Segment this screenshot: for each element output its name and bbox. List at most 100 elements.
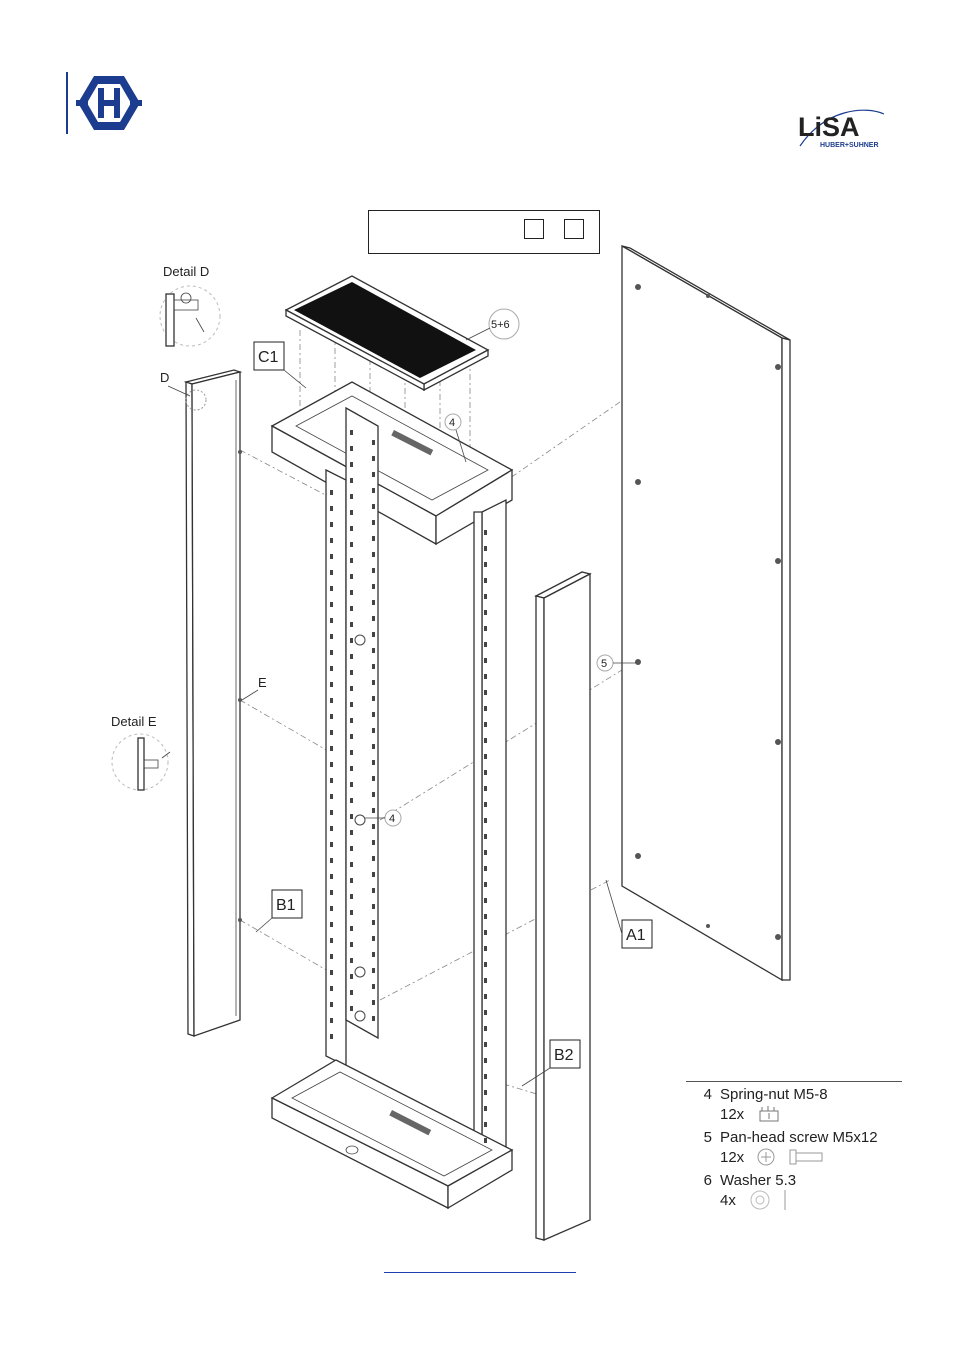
upright-hole <box>330 826 333 831</box>
upright-hole <box>350 766 353 771</box>
upright-hole <box>372 536 375 541</box>
upright-mount-hole <box>354 634 366 646</box>
upright-hole <box>372 808 375 813</box>
upright-hole <box>330 842 333 847</box>
upright-hole <box>372 632 375 637</box>
parts-item-4: 4 Spring-nut M5-8 12x <box>686 1086 902 1125</box>
upright-hole <box>330 714 333 719</box>
upright-hole <box>330 762 333 767</box>
footer-link[interactable] <box>384 1272 576 1273</box>
upright-hole <box>330 602 333 607</box>
upright-hole <box>350 558 353 563</box>
upright-hole <box>350 654 353 659</box>
svg-text:B2: B2 <box>554 1047 574 1064</box>
upright-hole <box>372 504 375 509</box>
upright-hole <box>350 750 353 755</box>
lisa-logo-subtext: HUBER+SUHNER <box>820 142 879 149</box>
upright-hole <box>350 926 353 931</box>
svg-text:4: 4 <box>449 417 455 429</box>
upright-hole <box>484 1010 487 1015</box>
washer-icon <box>750 1190 786 1210</box>
upright-hole <box>372 1000 375 1005</box>
upright-hole <box>484 1026 487 1031</box>
upright-hole <box>330 666 333 671</box>
upright-hole <box>350 622 353 627</box>
upright-hole <box>372 456 375 461</box>
svg-text:A1: A1 <box>626 927 646 944</box>
upright-hole <box>372 872 375 877</box>
upright-mount-hole <box>354 966 366 978</box>
upright-hole <box>372 792 375 797</box>
callout-a1: A1 <box>605 879 653 949</box>
upright-hole <box>350 814 353 819</box>
huber-suhner-logo-icon <box>76 76 142 130</box>
parts-list: 4 Spring-nut M5-8 12x 5 Pan-head screw M… <box>686 1081 902 1211</box>
bubble-frame-mid: 4 <box>364 809 402 827</box>
upright-hole <box>484 914 487 919</box>
upright-hole <box>372 568 375 573</box>
svg-text:B1: B1 <box>276 897 296 914</box>
upright-mount-hole <box>354 814 366 826</box>
upright-hole <box>330 554 333 559</box>
upright-hole <box>330 746 333 751</box>
detail-d-inset: Detail D D <box>159 264 221 397</box>
upright-hole <box>330 730 333 735</box>
bubble-frame-top: 4 <box>444 413 467 463</box>
upright-hole <box>350 526 353 531</box>
upright-hole <box>330 618 333 623</box>
upright-hole <box>330 778 333 783</box>
upright-hole <box>372 440 375 445</box>
upright-hole <box>372 904 375 909</box>
upright-mount-hole <box>354 1010 366 1022</box>
upright-hole <box>484 738 487 743</box>
upright-hole <box>350 462 353 467</box>
upright-hole <box>350 686 353 691</box>
upright-hole <box>350 782 353 787</box>
upright-hole <box>350 894 353 899</box>
upright-hole <box>330 810 333 815</box>
upright-hole <box>350 798 353 803</box>
upright-hole <box>372 600 375 605</box>
upright-hole <box>372 696 375 701</box>
lisa-logo-icon: LiSA HUBER+SUHNER <box>798 109 885 149</box>
upright-hole <box>484 530 487 535</box>
part-number: 4 <box>703 1086 712 1103</box>
upright-hole <box>484 562 487 567</box>
parts-item-6: 6 Washer 5.3 4x <box>686 1172 902 1211</box>
svg-text:5: 5 <box>601 658 607 670</box>
rear-panel-a1 <box>621 244 791 982</box>
upright-hole <box>330 794 333 799</box>
upright-hole <box>330 570 333 575</box>
upright-hole <box>330 682 333 687</box>
upright-hole <box>330 922 333 927</box>
upright-hole <box>484 690 487 695</box>
upright-hole <box>350 734 353 739</box>
title-checkbox-1 <box>524 219 544 239</box>
upright-hole <box>484 802 487 807</box>
upright-hole <box>484 930 487 935</box>
upright-hole <box>372 584 375 589</box>
callout-c1: C1 <box>253 341 307 389</box>
upright-hole <box>484 882 487 887</box>
upright-hole <box>484 1058 487 1063</box>
upright-hole <box>372 840 375 845</box>
upright-hole <box>372 952 375 957</box>
upright-hole <box>350 606 353 611</box>
part-quantity: 12x <box>720 1105 745 1123</box>
part-name: Pan-head screw M5x12 <box>720 1129 878 1146</box>
spring-nut-icon <box>759 1106 779 1122</box>
upright-hole <box>350 846 353 851</box>
upright-hole <box>350 718 353 723</box>
upright-hole <box>484 946 487 951</box>
upright-hole <box>372 648 375 653</box>
upright-hole <box>372 920 375 925</box>
upright-hole <box>372 664 375 669</box>
upright-hole <box>484 962 487 967</box>
title-checkbox-2 <box>564 219 584 239</box>
upright-hole <box>484 898 487 903</box>
detail-e-label: Detail E <box>111 714 157 729</box>
detail-d-label: Detail D <box>163 264 209 279</box>
upright-hole <box>330 858 333 863</box>
part-name: Washer 5.3 <box>720 1172 797 1189</box>
